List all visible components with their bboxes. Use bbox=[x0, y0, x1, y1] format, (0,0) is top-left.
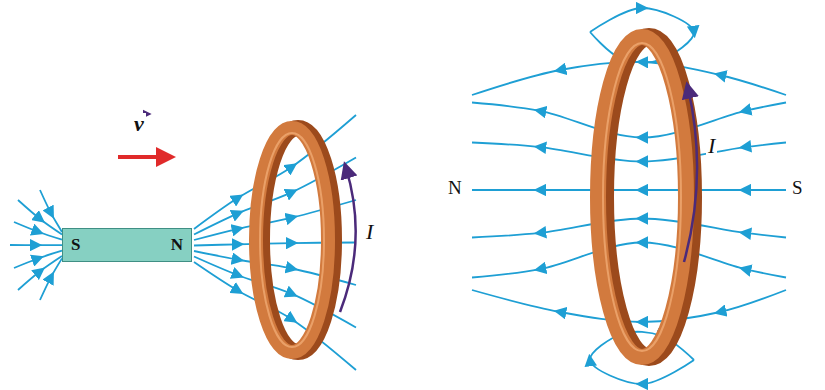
copper-ring bbox=[598, 37, 693, 357]
field-line bbox=[40, 190, 62, 232]
field-line bbox=[10, 244, 62, 246]
current-label: I bbox=[706, 135, 717, 157]
field-line bbox=[18, 200, 62, 234]
field-line bbox=[40, 258, 62, 300]
current-arrow bbox=[684, 88, 697, 262]
field-line bbox=[14, 222, 62, 240]
pole-label: N bbox=[446, 178, 464, 197]
current-arrow bbox=[340, 168, 356, 312]
current-label: I bbox=[364, 221, 375, 243]
pole-label: S bbox=[71, 235, 80, 255]
bar-magnet: SN bbox=[62, 228, 192, 262]
field-line bbox=[472, 218, 786, 237]
velocity-arrow bbox=[118, 155, 168, 159]
copper-ring bbox=[256, 128, 334, 352]
field-line bbox=[18, 256, 62, 290]
field-line bbox=[472, 189, 786, 191]
pole-label: N bbox=[171, 235, 183, 255]
velocity-label: v bbox=[132, 113, 146, 135]
field-line bbox=[472, 103, 786, 138]
field-line bbox=[14, 251, 62, 268]
field-line bbox=[472, 242, 786, 277]
field-lines bbox=[10, 8, 786, 384]
pole-label: S bbox=[790, 178, 805, 197]
field-line bbox=[472, 143, 786, 162]
